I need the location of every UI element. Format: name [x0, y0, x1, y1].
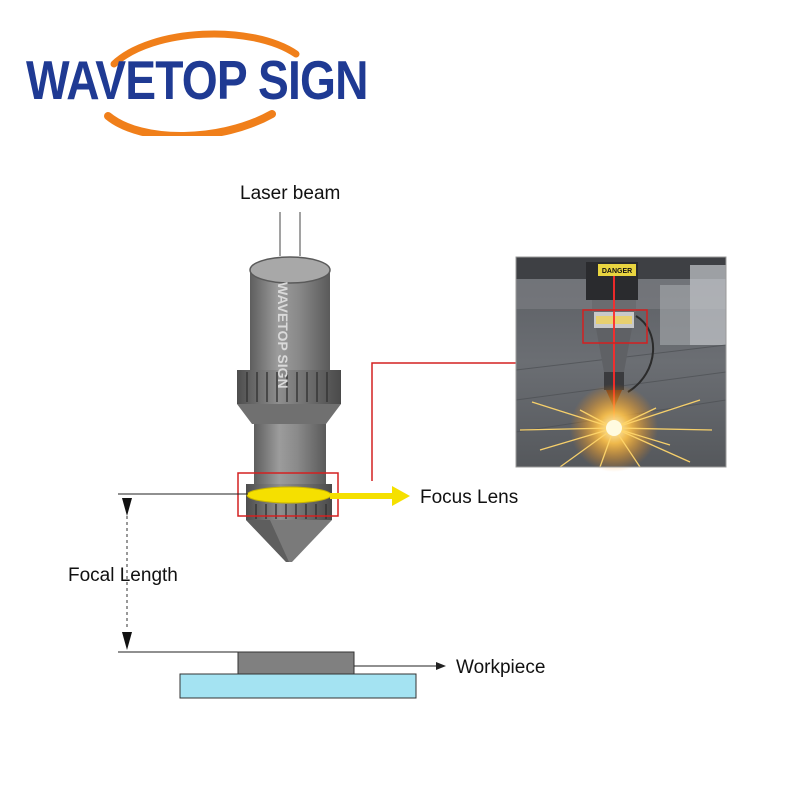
danger-label — [598, 264, 636, 276]
focus-lens-arrow — [330, 486, 410, 506]
nozzle-engraving: WAVETOP SIGN — [275, 282, 291, 389]
laser-beam-label: Laser beam — [240, 183, 341, 204]
focus-lens-label: Focus Lens — [420, 487, 519, 508]
workpiece — [179, 651, 417, 699]
focal-length-indicator — [118, 493, 248, 653]
workpiece-arrow — [354, 662, 446, 670]
laser-beam-lines — [279, 212, 301, 256]
brand-name: WAVETOP SIGN — [26, 49, 368, 111]
laser-cutting-photo: DANGER — [515, 256, 727, 472]
photo-connector-line — [371, 362, 516, 481]
logo-arc — [104, 30, 300, 136]
danger-sign-text: DANGER — [602, 268, 632, 275]
brand-logo: WAVETOP SIGN — [22, 26, 368, 136]
focal-length-label: Focal Length — [68, 565, 178, 586]
focus-lens — [246, 486, 332, 504]
workpiece-label: Workpiece — [456, 657, 546, 678]
